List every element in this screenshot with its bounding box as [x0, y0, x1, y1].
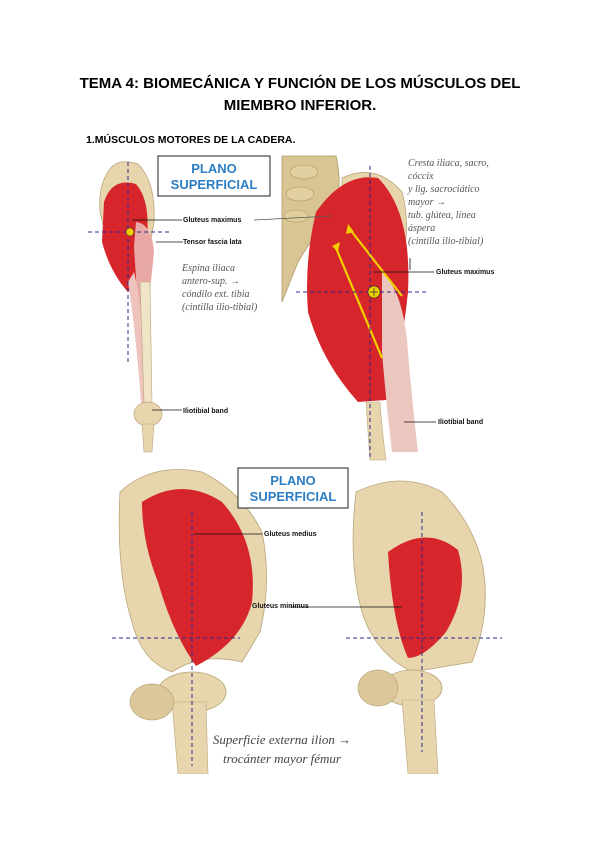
tfl-note-3: cóndilo ext. tibia — [182, 289, 250, 300]
gluteus-minimus-muscle — [388, 537, 462, 658]
document-title-line-1: TEMA 4: BIOMECÁNICA Y FUNCIÓN DE LOS MÚS… — [79, 75, 521, 92]
gluteus-medius-muscle — [142, 489, 253, 666]
label-gluteus-medius: Gluteus medius — [264, 531, 317, 538]
label-iliotibial-band-right: Iliotibial band — [438, 419, 483, 426]
label-gluteus-minimus: Gluteus minimus — [252, 603, 309, 610]
plano2-label-line1: PLANO — [270, 473, 316, 488]
gmax-note-3: y lig. sacrociático — [407, 184, 480, 195]
iliotibial-band-right — [382, 272, 418, 452]
figure-gluteus-medius-minimus: PLANO SUPERFICIAL Gluteus medius Gluteus… — [112, 462, 504, 774]
label-gluteus-maximus-right: Gluteus maximus — [436, 269, 494, 276]
label-tensor-fascia-lata: Tensor fascia lata — [183, 239, 242, 246]
gmax-note-1: Cresta iliaca, sacro, — [408, 158, 489, 169]
gluteus-medius-minimus-illustration: PLANO SUPERFICIAL Gluteus medius Gluteus… — [112, 467, 502, 774]
tfl-note-1: Espina iliaca — [181, 263, 235, 274]
gluteus-medius-illustration — [112, 469, 267, 774]
plano-label-line2: SUPERFICIAL — [171, 177, 258, 192]
caption-line-2: trocánter mayor fémur — [223, 751, 342, 766]
caption-line-1: Superficie externa ilion → — [213, 732, 351, 747]
gmax-note-2: cóccix — [408, 171, 434, 182]
lateral-leg-illustration — [88, 161, 170, 453]
label-gluteus-maximus: Gluteus maximus — [183, 217, 241, 224]
plano-superficial-box — [157, 155, 271, 197]
posterior-hip-illustration — [281, 155, 432, 461]
document-title-line-2: MIEMBRO INFERIOR. — [223, 97, 377, 114]
gluteus-minimus-illustration — [346, 480, 502, 774]
label-iliotibial-band-left: Iliotibial band — [183, 408, 228, 415]
gmax-note-4: mayor → — [408, 197, 446, 208]
tfl-note-4: (cintilla ilio-tibial) — [182, 302, 258, 313]
plano2-label-line2: SUPERFICIAL — [250, 489, 337, 504]
plano-superficial-box-2 — [237, 467, 349, 509]
gmax-note-7: (cintilla ilio-tibial) — [408, 236, 484, 247]
gluteus-maximus-illustration: PLANO SUPERFICIAL Gluteus maximus Tensor… — [88, 155, 494, 461]
gmax-note-5: tub. glútea, línea — [408, 210, 476, 221]
tfl-note-2: antero-sup. → — [182, 276, 240, 287]
gmax-note-6: áspera — [408, 223, 435, 234]
plano-label-line1: PLANO — [191, 161, 237, 176]
figure-gluteus-maximus: PLANO SUPERFICIAL Gluteus maximus Tensor… — [86, 152, 518, 464]
section-heading: 1.MÚSCULOS MOTORES DE LA CADERA. — [86, 134, 296, 146]
